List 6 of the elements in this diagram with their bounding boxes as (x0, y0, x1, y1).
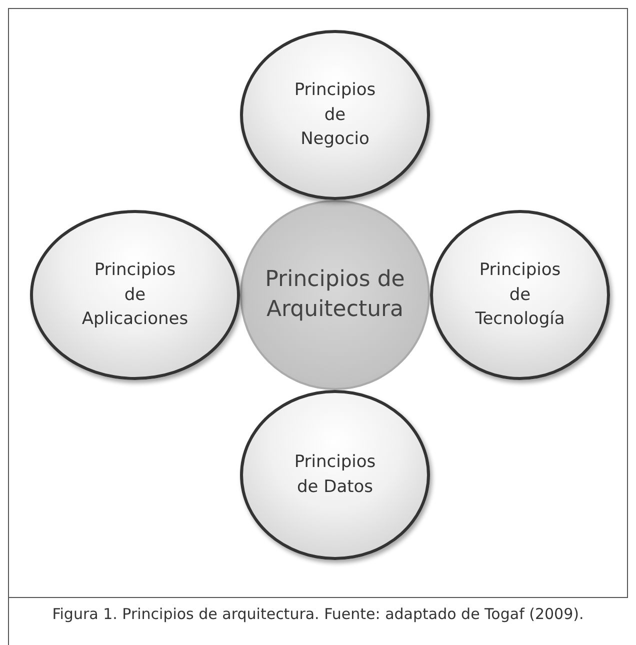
node-label: Principios de Aplicaciones (82, 259, 188, 332)
node-label: Principios de Arquitectura (264, 266, 406, 324)
node-label: Principios de Tecnología (474, 259, 566, 332)
caption: Figura 1. Principios de arquitectura. Fuente: adaptado de Togaf (2009). (51, 604, 585, 624)
node-label: Principios de Datos (293, 451, 377, 499)
node-label: Principios de Negocio (293, 79, 377, 152)
